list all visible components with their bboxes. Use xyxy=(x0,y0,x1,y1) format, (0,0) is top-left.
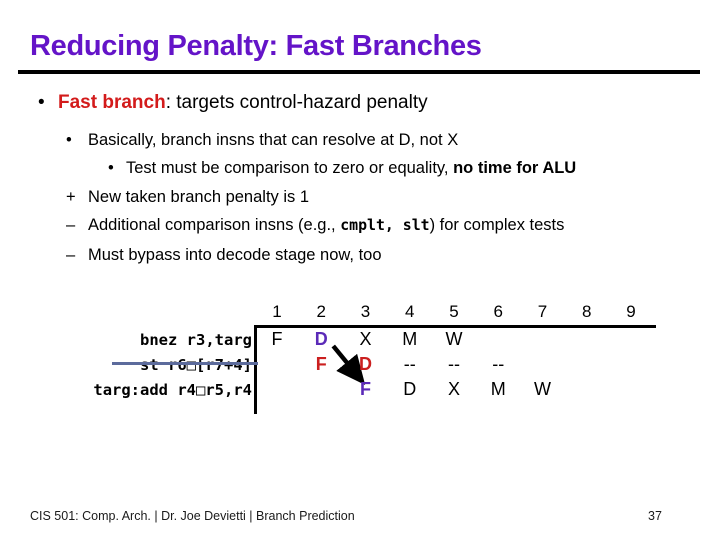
pipeline-left-line xyxy=(254,325,257,414)
stage-cell: -- xyxy=(403,354,416,374)
text-segment: Additional comparison insns (e.g., xyxy=(88,216,341,234)
pipeline-header-line xyxy=(254,325,656,328)
instruction-label: st r6□[r7+4] xyxy=(140,356,252,374)
text-segment: Test must be comparison to zero or equal… xyxy=(126,159,454,177)
instruction-label: targ:add r4□r5,r4 xyxy=(93,381,252,399)
bullet-marker: + xyxy=(66,188,76,206)
stage-cell: F xyxy=(360,379,371,399)
text-segment: ) for complex tests xyxy=(429,216,565,234)
text-segment: Basically, branch insns that can resolve… xyxy=(88,131,459,149)
bullet-marker: – xyxy=(66,246,76,264)
stage-cell: D xyxy=(403,379,417,399)
footer-course-info: CIS 501: Comp. Arch. | Dr. Joe Devietti … xyxy=(30,509,355,523)
stage-cell: M xyxy=(402,329,418,349)
text-segment: Fast branch xyxy=(58,92,166,113)
bullet-text: New taken branch penalty is 1 xyxy=(88,188,309,207)
cycle-header: 3 xyxy=(360,302,371,321)
squashed-instruction-strike xyxy=(112,362,258,365)
instruction-label: bnez r3,targ xyxy=(140,331,252,349)
slide-title: Reducing Penalty: Fast Branches xyxy=(30,30,482,62)
cycle-header: 2 xyxy=(316,302,326,321)
stage-cell: D xyxy=(314,329,328,349)
text-segment: Must bypass into decode stage now, too xyxy=(88,246,382,264)
stage-cell: X xyxy=(447,379,461,399)
bullet-text: Additional comparison insns (e.g., cmplt… xyxy=(88,216,564,235)
stage-cell: F xyxy=(315,354,327,374)
stage-cell: X xyxy=(359,329,372,349)
title-underline xyxy=(18,70,700,74)
cycle-header: 1 xyxy=(272,302,282,321)
branch-taken-arrow xyxy=(331,344,366,385)
stage-cell: M xyxy=(490,379,506,399)
stage-cell: W xyxy=(445,329,463,349)
stage-cell: -- xyxy=(492,354,505,374)
cycle-header: 8 xyxy=(582,302,592,321)
footer-page-number: 37 xyxy=(648,509,662,523)
bullet-marker: – xyxy=(66,216,76,234)
bullet-text: Fast branch: targets control-hazard pena… xyxy=(58,92,428,114)
bullet-text: Basically, branch insns that can resolve… xyxy=(88,131,458,150)
bullet-marker: • xyxy=(38,92,45,113)
text-segment: : targets control-hazard penalty xyxy=(165,92,428,113)
cycle-header: 5 xyxy=(449,302,459,321)
stage-cell: -- xyxy=(448,354,460,374)
stage-cell: F xyxy=(271,329,283,349)
bullet-text: Test must be comparison to zero or equal… xyxy=(126,159,576,178)
cycle-header: 4 xyxy=(405,302,415,321)
text-segment: no time for ALU xyxy=(453,159,577,177)
stage-cell: D xyxy=(359,354,372,374)
text-segment: cmplt, slt xyxy=(340,216,430,234)
cycle-header: 6 xyxy=(493,302,503,321)
cycle-header: 7 xyxy=(537,302,548,321)
stage-cell: W xyxy=(534,379,551,399)
bullet-marker: • xyxy=(108,159,114,177)
bullet-text: Must bypass into decode stage now, too xyxy=(88,246,382,265)
bullet-marker: • xyxy=(66,131,72,149)
cycle-header: 9 xyxy=(626,302,636,321)
text-segment: New taken branch penalty is 1 xyxy=(88,188,310,206)
